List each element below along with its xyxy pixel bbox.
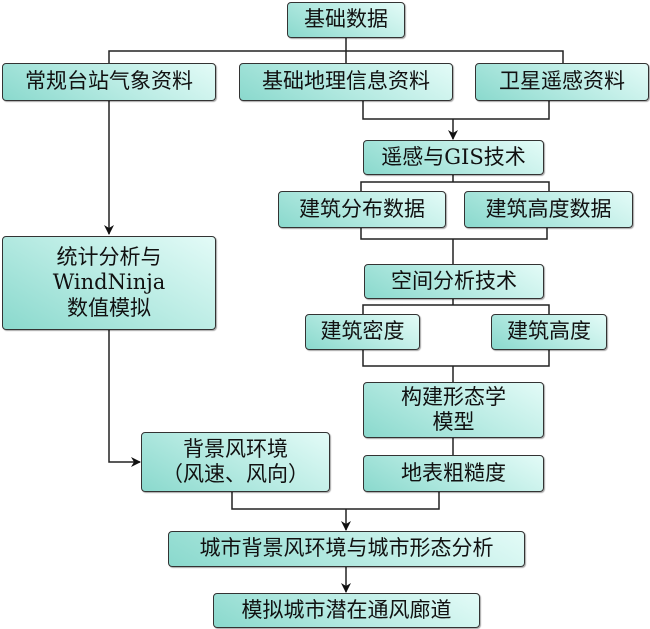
node-label-line: 构建形态学 xyxy=(401,384,506,409)
node-label: 模拟城市潜在通风廊道 xyxy=(241,597,452,622)
node-label: 卫星遥感资料 xyxy=(499,69,625,94)
node-building-distribution: 建筑分布数据 xyxy=(278,191,446,228)
node-spatial-analysis: 空间分析技术 xyxy=(364,264,544,299)
node-label: 基础数据 xyxy=(304,7,388,32)
node-label: 基础地理信息资料 xyxy=(262,69,430,94)
connector-stat-to-wind xyxy=(108,330,141,467)
node-satellite-rs: 卫星遥感资料 xyxy=(475,63,649,101)
node-label: 城市背景风环境与城市形态分析 xyxy=(199,536,494,561)
node-label-line: 模型 xyxy=(432,410,475,434)
connector-buildings-to-spatial xyxy=(360,227,548,264)
node-label-line: （风速、风向） xyxy=(162,462,309,486)
node-station-met: 常规台站气象资料 xyxy=(2,63,216,101)
node-building-density: 建筑密度 xyxy=(305,314,420,350)
node-combined-analysis: 城市背景风环境与城市形态分析 xyxy=(168,531,525,567)
connector-rs-gis-to-buildings xyxy=(360,174,550,191)
node-label: 建筑密度 xyxy=(320,319,405,344)
node-label-line: WindNinja xyxy=(52,270,166,295)
connector-wind-roughness-merge xyxy=(231,491,440,510)
connector-metrics-to-morph xyxy=(362,350,550,382)
node-label-line: 背景风环境 xyxy=(183,436,288,461)
node-label-line: 统计分析与 xyxy=(56,245,162,270)
node-building-height: 建筑高度 xyxy=(491,314,607,350)
node-label-line: 数值模拟 xyxy=(67,295,151,320)
node-label: 建筑高度数据 xyxy=(485,196,612,221)
connector-geo-sat-merge xyxy=(362,100,550,120)
connector-basic-to-sources xyxy=(108,37,564,63)
node-background-wind: 背景风环境 （风速、风向） xyxy=(141,432,330,492)
node-label: 地表粗糙度 xyxy=(401,460,506,485)
node-stat-analysis: 统计分析与 WindNinja 数值模拟 xyxy=(2,236,216,330)
node-ventilation-corridor: 模拟城市潜在通风廊道 xyxy=(213,593,480,628)
node-label: 遥感与GIS技术 xyxy=(381,144,526,169)
connector-spatial-to-metrics xyxy=(362,298,550,314)
node-rs-gis: 遥感与GIS技术 xyxy=(363,140,544,175)
node-label: 常规台站气象资料 xyxy=(25,69,193,94)
node-label: 建筑高度 xyxy=(507,319,591,344)
node-label: 建筑分布数据 xyxy=(299,196,425,221)
node-basic-geo: 基础地理信息资料 xyxy=(239,63,453,101)
node-morphology-model: 构建形态学 模型 xyxy=(363,382,544,438)
node-building-height-data: 建筑高度数据 xyxy=(464,191,633,228)
node-surface-roughness: 地表粗糙度 xyxy=(363,455,544,492)
node-basic-data: 基础数据 xyxy=(287,2,405,38)
node-label: 空间分析技术 xyxy=(391,268,517,293)
